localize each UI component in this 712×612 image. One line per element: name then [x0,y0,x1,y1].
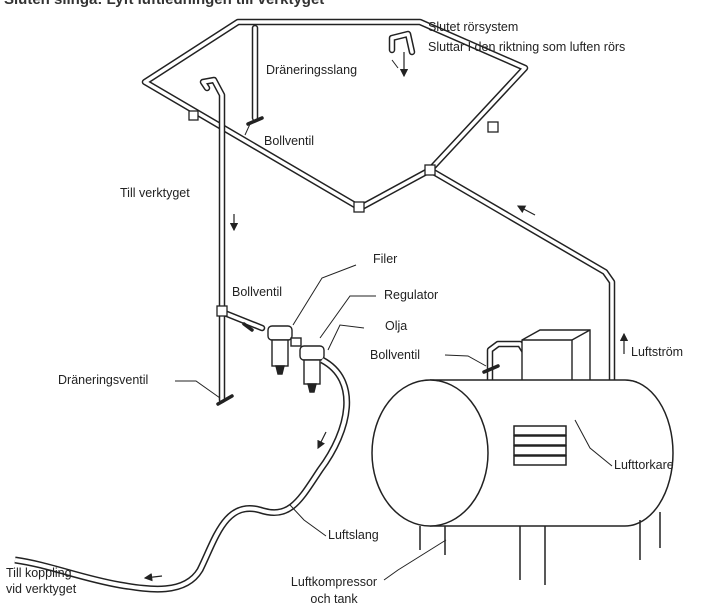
air-hose [14,356,351,593]
drop-pipe [199,76,226,404]
diagram-title: Sluten slinga: Lyft luftledningen till v… [4,0,324,8]
label-to-coupling-line1: Till koppling [6,566,72,580]
label-drain-valve: Dräneringsventil [58,373,149,387]
label-slope-note: Sluttar I den riktning som luften rörs [428,40,626,54]
label-to-coupling-line2: vid verktyget [6,582,77,596]
compressor-fins [513,425,567,466]
leader-lines [175,59,613,581]
label-compressor-line2: och tank [310,592,358,606]
fittings [188,110,499,317]
label-drain-hose: Dräneringsslang [266,63,358,77]
label-regulator: Regulator [384,288,439,302]
label-ball-valve-right: Bollventil [370,348,421,362]
label-air-hose: Luftslang [328,528,379,542]
flow-arrows [143,52,629,582]
label-compressor-line1: Luftkompressor [290,575,378,589]
compressor-tank [371,379,674,585]
label-air-dryer: Lufttorkare [614,458,674,472]
label-to-tool: Till verktyget [120,186,190,200]
frl-unit [267,325,325,393]
valve-handles [216,116,500,406]
label-ball-valve-top: Bollventil [264,134,315,148]
label-airflow: Luftström [631,345,684,359]
label-filter: Filer [373,252,398,266]
label-oil: Olja [385,319,408,333]
label-ball-valve-mid: Bollventil [232,285,283,299]
label-closed-system: Slutet rörsystem [428,20,519,34]
